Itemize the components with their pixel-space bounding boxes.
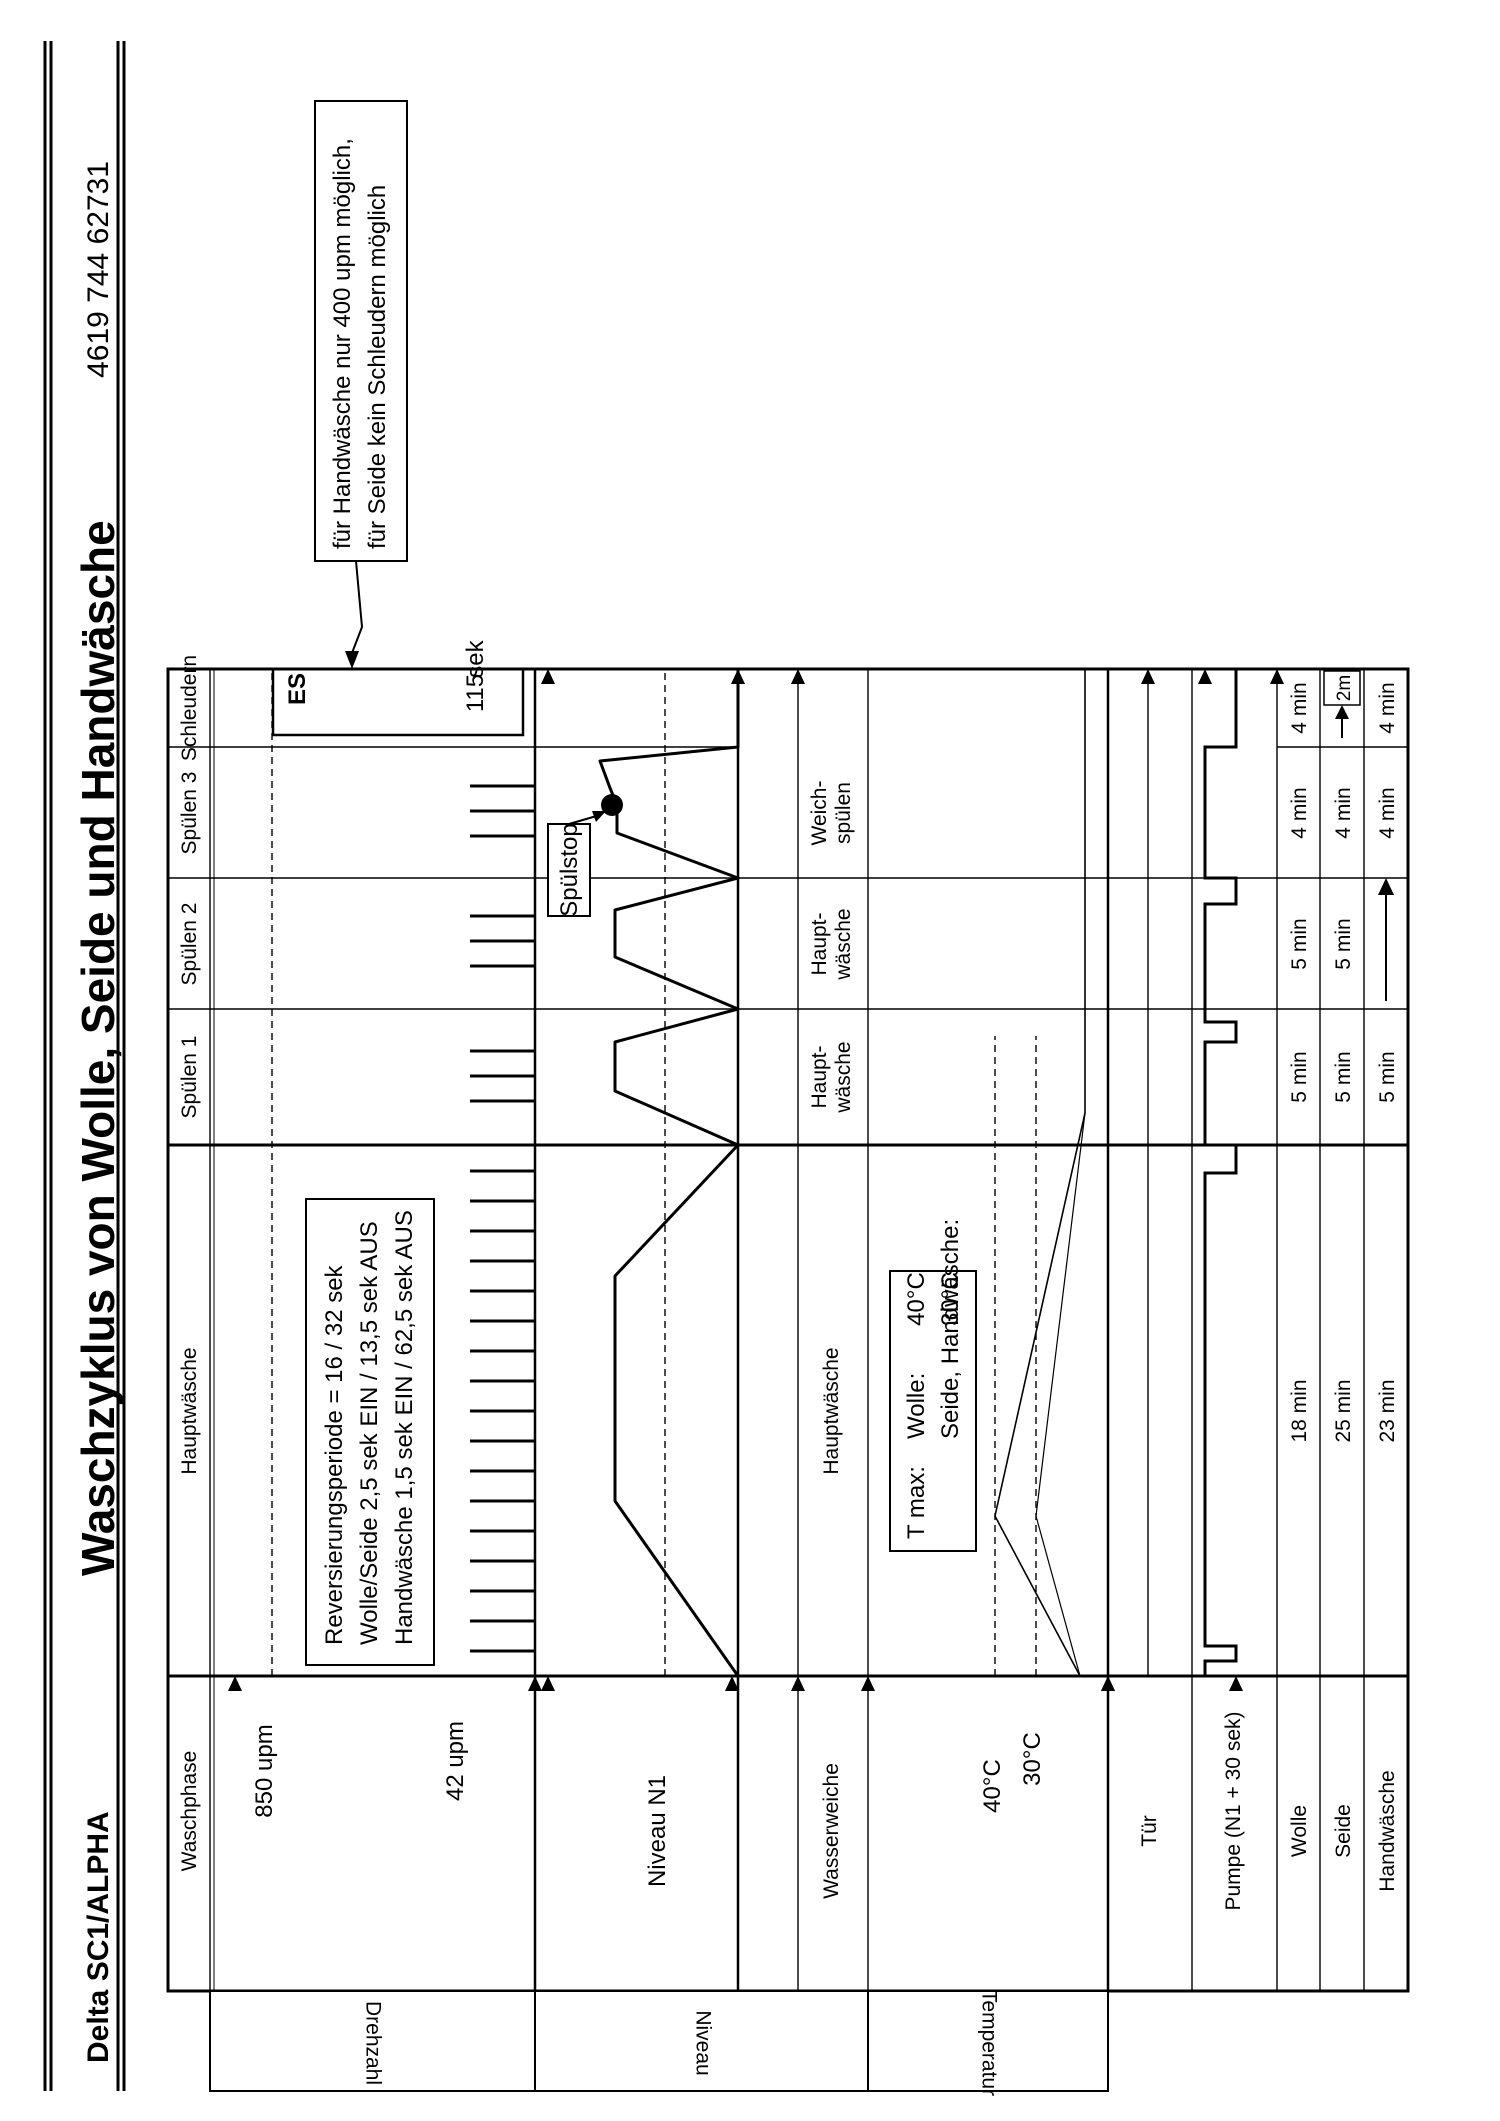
temp-arrow-top <box>861 1676 875 1691</box>
temp-30-label: 30°C <box>1019 1732 1046 1786</box>
reversierung-box <box>305 1198 435 1666</box>
wasserweiche-end-arrow <box>791 669 805 684</box>
niveau-top-arrow <box>541 669 555 684</box>
tuer-label: Tür <box>1138 1815 1161 1847</box>
wolle-spuelen2: 5 min <box>1288 918 1311 969</box>
schleudern-note-box <box>314 100 408 562</box>
tmax-wolle-label: Wolle: <box>903 1373 930 1439</box>
schleudern-note-arrowhead <box>345 651 359 669</box>
temp-40-label: 40°C <box>979 1759 1006 1813</box>
wasserweiche-spuelen1-line1: Haupt- <box>808 1045 831 1108</box>
wasserweiche-label: Wasserweiche <box>820 1763 843 1899</box>
spuelstop-label: Spülstop <box>556 823 583 916</box>
tmax-box <box>889 1270 977 1552</box>
handwaesche-spuelen3: 4 min <box>1376 787 1399 838</box>
niveau-n1-label: Niveau N1 <box>644 1775 671 1887</box>
niveau-arrows <box>541 1676 739 1691</box>
tuer-end-arrow <box>1141 669 1155 684</box>
wasserweiche-spuelen2-line1: Haupt- <box>808 912 831 975</box>
reversierung-line-3: Handwäsche 1,5 sek EIN / 62,5 sek AUS <box>391 1210 418 1645</box>
speed-high-label: 850 upm <box>251 1724 278 1817</box>
tmax-seide-label: Seide, Handwäsche: <box>937 1219 964 1439</box>
spuelstop-arrowhead <box>592 811 606 822</box>
wolle-spuelen1: 5 min <box>1288 1051 1311 1102</box>
schleudern-note-line-1: für Handwäsche nur 400 upm möglich, <box>329 138 356 549</box>
speed-arrows <box>228 1676 542 1691</box>
wasserweiche-spuelen2-line2: wäsche <box>832 908 855 980</box>
es-label: ES <box>284 673 311 705</box>
tmax-label: T max: <box>903 1466 930 1539</box>
seide-spuelen1: 5 min <box>1332 1051 1355 1102</box>
temperature-trace-wolle <box>994 669 1086 1677</box>
phase-spuelen3: Spülen 3 <box>178 772 201 855</box>
side-label-boxes <box>209 1990 1109 2092</box>
schleudern-note-line-2: für Seide kein Schleudern möglich <box>364 185 391 549</box>
wolle-hauptwaesche: 18 min <box>1288 1379 1311 1442</box>
schleudern-note-leader <box>351 560 364 654</box>
wasserweiche-arrow <box>791 1676 805 1691</box>
row-label-seide: Seide <box>1332 1804 1355 1858</box>
side-label-temperatur: Temperatur <box>977 1990 1000 2096</box>
wolle-spuelen3: 4 min <box>1288 787 1311 838</box>
pumpe-end-arrow <box>1198 669 1212 684</box>
seide-schleudern: 2m <box>1334 675 1355 701</box>
phase-waschphase: Waschphase <box>178 1751 201 1872</box>
seide-hauptwaesche: 25 min <box>1332 1379 1355 1442</box>
wasserweiche-hauptwaesche: Hauptwäsche <box>820 1347 843 1474</box>
water-level-trace <box>598 669 740 1677</box>
pumpe-arrow <box>1229 1676 1243 1691</box>
phase-hauptwaesche: Hauptwäsche <box>178 1347 201 1474</box>
phase-schleudern: Schleudern <box>178 655 201 761</box>
page-title: Waschzyklus von Wolle, Seide und Handwäs… <box>72 520 124 1576</box>
pumpe-end-arrow-2 <box>1270 669 1284 684</box>
reversierung-line-1: Reversierungsperiode = 16 / 32 sek <box>321 1264 348 1645</box>
temperature-trace-seide <box>1035 1112 1086 1677</box>
handwaesche-spuelen1-spuelen2: 5 min <box>1376 1051 1399 1102</box>
wasserweiche-spuelen3-line1: Weich- <box>808 781 831 846</box>
pumpe-signal <box>1203 669 1238 1676</box>
phase-spuelen1: Spülen 1 <box>178 1036 201 1119</box>
es-spin-box <box>271 667 525 737</box>
phase-spuelen2: Spülen 2 <box>178 903 201 986</box>
row-label-handwaesche: Handwäsche <box>1376 1770 1399 1891</box>
es-time-value: 115 <box>462 674 489 712</box>
tmax-seide-value: 30°C <box>937 1272 964 1326</box>
side-label-drehzahl: Drehzahl <box>361 2001 384 2085</box>
handwaesche-hauptwaesche: 23 min <box>1376 1379 1399 1442</box>
handwaesche-schleudern: 4 min <box>1376 682 1399 733</box>
wasserweiche-spuelen1-line2: wäsche <box>832 1041 855 1113</box>
wasserweiche-spuelen3-line2: spülen <box>832 782 855 844</box>
niveau-end-arrow <box>731 669 745 684</box>
document-number: 4619 744 62731 <box>82 161 115 378</box>
reversierung-line-2: Wolle/Seide 2,5 sek EIN / 13,5 sek AUS <box>356 1221 383 1645</box>
tmax-wolle-value: 40°C <box>903 1272 930 1326</box>
table-grid <box>166 667 1410 1993</box>
side-box-temperatur <box>867 1990 1109 2092</box>
reversing-ticks <box>470 784 535 1653</box>
side-label-niveau: Niveau <box>691 2010 714 2075</box>
seide-spuelen2: 5 min <box>1332 918 1355 969</box>
wolle-schleudern: 4 min <box>1288 682 1311 733</box>
model-name: Delta SC1/ALPHA <box>82 1811 115 2063</box>
row-label-wolle: Wolle <box>1288 1805 1311 1857</box>
pumpe-label: Pumpe (N1 + 30 sek) <box>1222 1711 1245 1910</box>
seide-spuelen3: 4 min <box>1332 787 1355 838</box>
speed-low-label: 42 upm <box>442 1721 469 1801</box>
es-time-unit: sek <box>462 639 489 677</box>
